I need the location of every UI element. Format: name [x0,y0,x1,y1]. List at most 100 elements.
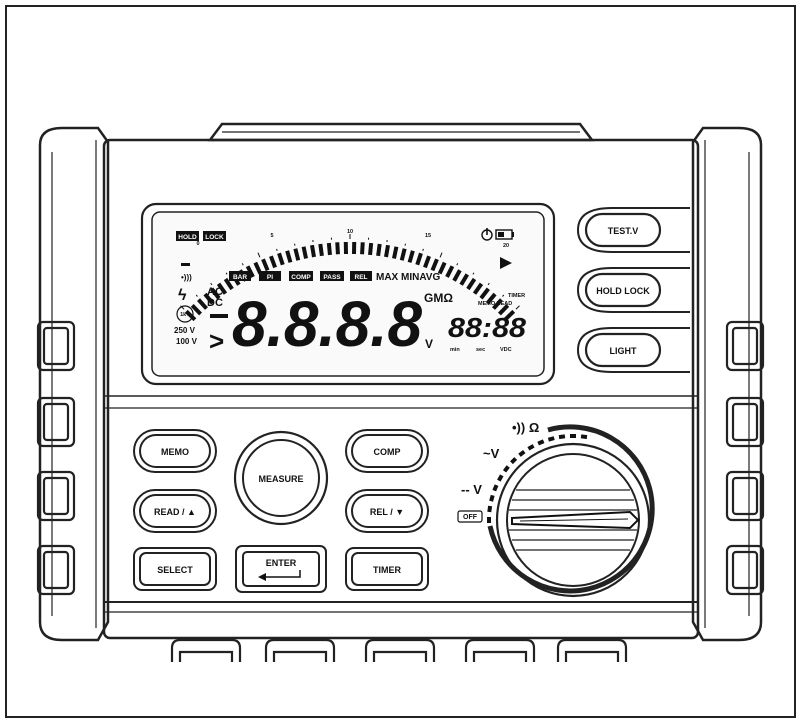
bargraph-segment [479,287,490,300]
bargraph-segment [503,309,516,322]
select-button-label: SELECT [157,565,193,575]
timer-unit-min: min [450,347,460,353]
left-bumper [38,126,110,642]
comp-button[interactable]: COMP [345,429,429,473]
bargraph-segment [437,261,447,275]
dial-position-mark [570,434,576,438]
resistance-unit: GMΩ [424,291,453,305]
pi-tag-label: PI [267,274,273,281]
measure-button-label: MEASURE [258,474,303,484]
bargraph-segment [472,282,484,295]
rotary-selector[interactable] [487,424,655,598]
bargraph-scale-tick [210,282,213,286]
holdlock-button[interactable]: HOLD LOCK [576,267,690,313]
comp-button-label: COMP [374,447,401,457]
bargraph-segment [318,243,324,257]
bargraph-segment [376,243,382,257]
pass-tag [320,271,344,281]
memo-button[interactable]: MEMO [133,429,217,473]
bargraph-segment [399,248,407,261]
bargraph-segment [203,292,215,305]
dial-position-mark [492,484,499,492]
bargraph-scale-tick [515,305,520,310]
rel-down-button[interactable]: REL / ▼ [345,489,429,533]
bargraph-segment [184,309,197,322]
dial-position-mark [558,434,566,440]
light-button[interactable]: LIGHT [576,327,690,373]
scale-label-5: 5 [270,233,273,239]
bargraph-segment [392,246,399,259]
timer-button-label: TIMER [373,565,401,575]
bargraph-segment [466,277,477,291]
bargraph-segment [423,255,431,269]
rel-tag-label: REL [355,274,368,281]
bargraph-segment [445,265,455,278]
figure-frame [5,5,796,718]
high-voltage-icon: ϟ [178,287,187,304]
bargraph-segment [310,244,316,258]
analog-bargraph [180,234,520,322]
scale-label-10: 10 [347,229,353,235]
device-body [102,138,700,640]
bargraph-minus [181,263,190,266]
bargraph-segment [285,250,293,263]
bargraph-arrow [500,257,512,269]
dial-off-badge [457,510,483,523]
bargraph-segment [197,298,208,310]
bargraph-scale-tick [472,272,475,275]
bargraph-scale-tick [225,272,228,275]
bottom-feet [170,638,628,662]
bargraph-segment [269,255,277,269]
bargraph-scale-tick [439,252,443,258]
scale-label-15: 15 [425,233,431,239]
dial-position-mark [537,439,545,446]
testv-button[interactable]: TEST.V [576,207,690,253]
select-button[interactable]: SELECT [133,547,217,591]
bargraph-segment [407,250,415,263]
dial-off-label: OFF [463,514,478,521]
dial-position-mark [489,494,495,502]
bargraph-segment [293,248,301,261]
max-min-avg-label: MAX MINAVG [376,272,440,283]
dial-ticks [487,434,588,523]
bargraph-segment [415,252,423,266]
rel-down-button-label: REL / ▼ [370,507,404,517]
bargraph-scale-tick [422,248,424,251]
bar-tag-label: BAR [233,274,247,281]
dial-position-mark [487,505,493,513]
read-up-button-label: READ / ▲ [154,507,196,517]
dial-position-mark [547,436,555,442]
hold-tag-label: HOLD [178,234,197,241]
bargraph-segment [190,303,202,316]
comp-tag-label: COMP [291,274,311,281]
left-bumper-feet [36,320,76,596]
dial-position-mark [510,457,518,465]
read-up-button[interactable]: READ / ▲ [133,489,217,533]
main-unit: V [425,337,433,351]
bargraph-scale-tick [241,263,244,266]
measure-button[interactable]: MEASURE [233,430,329,526]
bargraph-scale-tick [502,294,505,297]
ac-label: AC [207,286,223,298]
memo-read-label: MEMO READ [478,301,512,307]
enter-button[interactable]: ENTER [235,545,327,593]
enter-button-label: ENTER [266,558,297,568]
scale-label-20: 20 [503,243,509,249]
dial-position-mark [527,444,535,451]
dial-position-mark [502,465,510,473]
hold-tag [176,231,199,241]
dial-position-mark [518,449,526,457]
bargraph-scale-tick [195,294,198,297]
dial-position-mark [497,474,504,482]
dial-ohm-label: •)) Ω [512,420,539,435]
bargraph-segment [360,242,365,255]
bargraph-segment [498,303,510,316]
power-icon [481,228,493,241]
enter-arrow-icon [258,570,301,581]
main-digits: 8.8.8.8 [232,288,422,360]
timer-button[interactable]: TIMER [345,547,429,591]
bargraph-segment [223,277,234,291]
lock-tag [203,231,226,241]
dial-dcv-label: -- V [461,482,482,497]
